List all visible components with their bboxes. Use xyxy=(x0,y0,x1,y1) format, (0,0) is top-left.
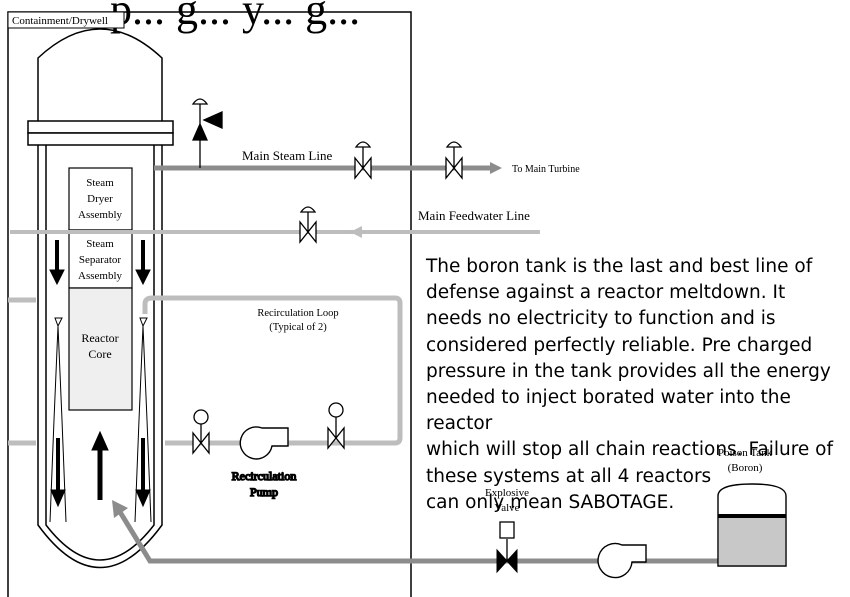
reactor-core-label-1: Reactor xyxy=(81,331,118,345)
recirc-loop-label-1: Recirculation Loop xyxy=(257,308,338,319)
reactor-core: Reactor Core xyxy=(68,287,133,411)
steam-dryer-label-3: Assembly xyxy=(78,209,123,221)
steam-isolation-valve-icon xyxy=(354,141,372,180)
containment-label: Containment/Drywell xyxy=(12,15,108,27)
boron-injection-line xyxy=(112,500,723,564)
recirc-pump-label-1: Recirculation xyxy=(232,469,297,483)
recirculation-loop: Recirculation Loop (Typical of 2) xyxy=(8,295,403,446)
steam-separator-assembly: Steam Separator Assembly xyxy=(68,229,133,289)
feedwater-valve-icon xyxy=(299,206,317,244)
recirc-pump-label-2: Pump xyxy=(250,485,278,499)
jet-pumps xyxy=(49,317,152,523)
flow-arrows xyxy=(49,240,151,508)
safety-relief-valve-icon xyxy=(191,98,223,168)
recirc-loop-label-2: (Typical of 2) xyxy=(269,322,327,333)
recirc-discharge-valve-icon xyxy=(327,402,345,450)
containment-drywell-boundary: Containment/Drywell xyxy=(7,11,412,597)
steam-isolation-valve-2-icon xyxy=(445,141,463,180)
main-steam-line: Main Steam Line To Main Turbine xyxy=(154,148,580,175)
poison-tank: Poison Tank (Boron) xyxy=(717,447,787,567)
reactor-core-label-2: Core xyxy=(88,347,111,361)
steam-separator-label-3: Assembly xyxy=(78,270,123,282)
explosive-valve-icon: Explosive Valve xyxy=(485,487,529,574)
steam-separator-label-2: Separator xyxy=(79,254,121,266)
steam-dryer-assembly: Steam Dryer Assembly xyxy=(68,167,133,231)
recirculation-pump-icon: Recirculation Pump xyxy=(231,426,297,500)
explosive-valve-label-1: Explosive xyxy=(485,487,529,499)
boron-pump-icon xyxy=(597,542,647,579)
poison-tank-label-1: Poison Tank xyxy=(718,447,773,459)
boron-tank-callout: The boron tank is the last and best line… xyxy=(426,256,834,513)
reactor-vessel xyxy=(27,28,174,569)
cut-off-heading: p... g... y... g... xyxy=(110,0,360,34)
main-steam-line-label: Main Steam Line xyxy=(242,148,332,163)
poison-tank-label-2: (Boron) xyxy=(728,462,763,474)
steam-dryer-label-2: Dryer xyxy=(87,193,113,205)
explosive-valve-label-2: Valve xyxy=(494,502,519,514)
main-feedwater-line-label: Main Feedwater Line xyxy=(418,208,530,223)
recirc-suction-valve-icon xyxy=(192,409,210,455)
steam-dryer-label-1: Steam xyxy=(86,177,114,189)
main-feedwater-line: Main Feedwater Line xyxy=(10,208,540,238)
to-main-turbine-label: To Main Turbine xyxy=(512,164,580,175)
steam-separator-label-1: Steam xyxy=(86,238,114,250)
